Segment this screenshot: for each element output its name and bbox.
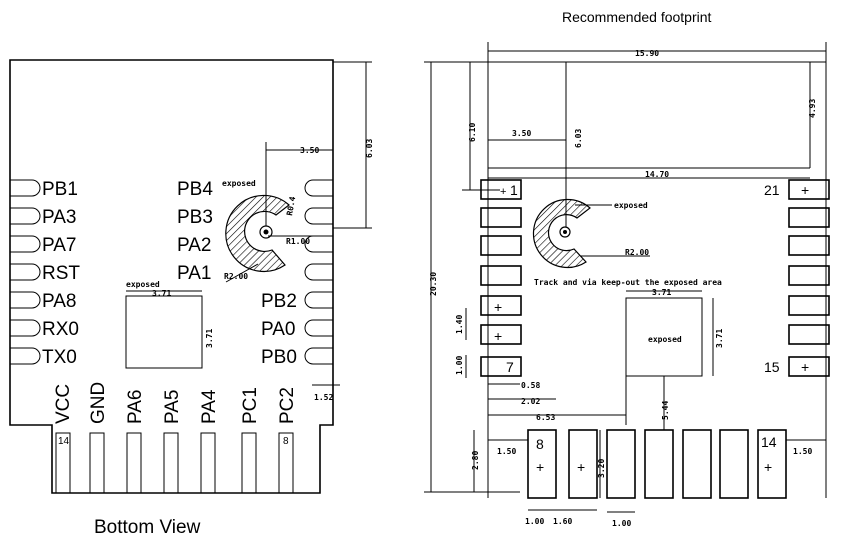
pad-number-1: 1 (510, 182, 518, 198)
pin-label-right-5: PB2 (261, 291, 297, 312)
pin-label-bottom-4: PA5 (162, 389, 183, 424)
pin-label-right-4: PA1 (177, 263, 212, 284)
pad-number-21: 21 (764, 182, 780, 198)
exposed-pad (125, 295, 203, 369)
pad-number-15: 15 (764, 359, 780, 375)
pin-label-left-7: TX0 (42, 347, 77, 368)
footprint-exposed-pad-label: exposed (648, 335, 682, 344)
dim-fp-r2: R2.00 (625, 248, 649, 257)
dim-right-150: 1.50 (793, 447, 812, 456)
antenna-feature (225, 194, 290, 273)
pad-number-8: 8 (536, 436, 544, 452)
pin-label-left-2: PA3 (42, 207, 77, 228)
dim-center-width: 3.50 (512, 129, 531, 138)
pin-label-bottom-5: PA4 (199, 389, 220, 424)
dim-bottom-height: 2.80 (471, 451, 480, 470)
pad-plus-8: + (536, 459, 544, 475)
dim-202: 2.02 (521, 397, 540, 406)
right-castellations (304, 179, 333, 365)
dim-b100b: 1.00 (612, 519, 631, 528)
dim-653: 6.53 (536, 413, 555, 422)
pin-number-8: 8 (283, 436, 289, 447)
pad-plus-5: + (494, 299, 502, 315)
bottom-view-caption: Bottom View (94, 517, 201, 538)
dim-544: 5.44 (661, 401, 670, 420)
pin-label-left-4: RST (42, 263, 80, 284)
left-pad-row (480, 179, 522, 377)
pad-plus-15: + (801, 359, 809, 375)
pad-plus-21: + (801, 182, 809, 198)
pin-label-right-3: PA2 (177, 235, 212, 256)
dim-total-width: 15.90 (635, 49, 659, 58)
pin-label-right-6: PA0 (261, 319, 296, 340)
pin-label-bottom-3: PA6 (125, 389, 146, 424)
dim-pitch: 1.40 (455, 315, 464, 334)
pin-label-bottom-1: VCC (53, 384, 74, 424)
module-outline (9, 59, 334, 494)
footprint-antenna-feature (532, 198, 591, 269)
footprint-outline (487, 61, 827, 498)
pin-number-14: 14 (58, 436, 70, 447)
keepout-note: Track and via keep-out the exposed area (534, 277, 722, 287)
dim-fp-pad-width: 3.71 (652, 288, 671, 297)
dim-bottom-pad: 3.20 (597, 459, 606, 478)
dim-inner-width: 14.70 (645, 170, 669, 179)
dim-b100a: 1.00 (525, 517, 544, 526)
dim-b160: 1.60 (553, 517, 572, 526)
dim-top-left: 6.10 (468, 123, 477, 142)
pin-label-left-3: PA7 (42, 235, 77, 256)
pin-label-right-7: PB0 (261, 347, 297, 368)
pin-label-bottom-7: PC2 (277, 387, 298, 424)
dim-left-150: 1.50 (497, 447, 516, 456)
pad-plus-1: + (500, 186, 506, 198)
dim-height: 6.03 (365, 139, 374, 158)
pad-number-14: 14 (761, 434, 777, 450)
dim-fp-pad-height: 3.71 (715, 329, 724, 348)
pin-label-left-6: RX0 (42, 319, 79, 340)
pin-label-right-1: PB4 (177, 179, 213, 200)
dim-r04: R0.4 (285, 196, 297, 217)
pin-label-left-5: PA8 (42, 291, 77, 312)
right-pad-row (788, 179, 830, 377)
dim-pad-len: 1.00 (455, 356, 464, 375)
dim-pad-height: 3.71 (205, 329, 214, 348)
bottom-view: PB1 PA3 PA7 RST PA8 RX0 TX0 PB4 PB3 PA2 … (9, 59, 374, 538)
dim-pad-width: 3.71 (152, 289, 171, 298)
footprint-view: Recommended footprint 15.90 20.30 6.10 4… (424, 9, 830, 528)
dim-edge: 1.52 (314, 393, 333, 402)
dim-top-right: 4.93 (808, 99, 817, 118)
dim-total-height: 20.30 (429, 272, 438, 296)
pin-label-left-1: PB1 (42, 179, 78, 200)
pad-plus-14: + (764, 459, 772, 475)
exposed-label: exposed (126, 280, 160, 289)
bottom-castellations (55, 432, 294, 493)
bottom-pad-row (527, 429, 787, 499)
left-castellations (10, 179, 41, 365)
pad-number-7: 7 (506, 359, 514, 375)
footprint-exposed-label: exposed (614, 201, 648, 210)
dim-058: 0.58 (521, 381, 540, 390)
pin-label-right-2: PB3 (177, 207, 213, 228)
pad-plus-9: + (577, 459, 585, 475)
dim-top-width: 3.50 (300, 146, 319, 155)
pad-plus-6: + (494, 328, 502, 344)
pin-label-bottom-6: PC1 (240, 387, 261, 424)
pin-label-bottom-2: GND (88, 382, 109, 424)
footprint-caption: Recommended footprint (562, 9, 712, 25)
antenna-exposed-label: exposed (222, 179, 256, 188)
dim-center-height: 6.03 (574, 129, 583, 148)
dim-r1: R1.00 (286, 237, 310, 246)
